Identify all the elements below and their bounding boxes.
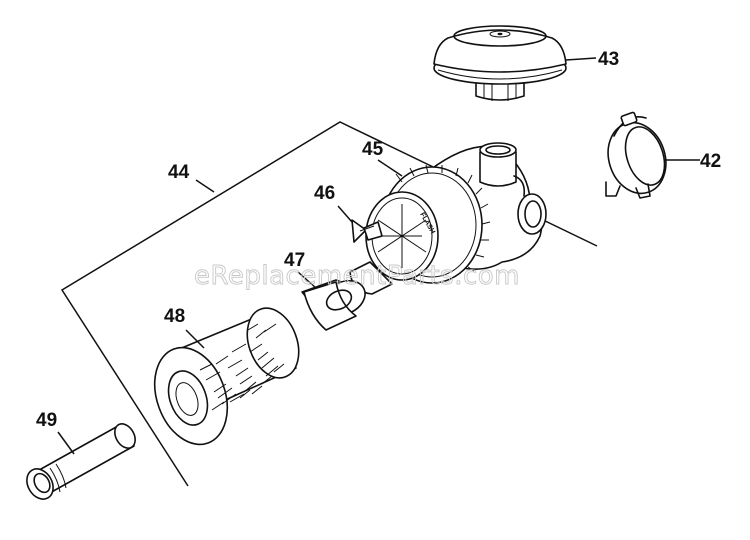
part-46-valve: [351, 219, 383, 243]
watermark: eReplacementParts.com: [194, 261, 520, 291]
callout-47: 47: [284, 250, 305, 271]
callout-45: 45: [362, 139, 384, 160]
part-45-housing: FLASH: [349, 142, 547, 295]
callout-46: 46: [314, 183, 335, 204]
callout-42: 42: [700, 151, 721, 172]
leader-49: [57, 431, 75, 455]
part-42-clamp: [605, 111, 667, 199]
leader-45: [377, 159, 403, 177]
callout-48: 48: [164, 306, 185, 327]
callout-43: 43: [598, 49, 619, 70]
part-48-filter: [153, 307, 300, 446]
callout-49: 49: [36, 410, 57, 431]
leader-46: [337, 205, 353, 223]
leader-44: [195, 179, 215, 193]
leader-43: [565, 57, 597, 61]
part-43-cover: [433, 25, 567, 101]
callout-44: 44: [168, 162, 190, 183]
part-47-element: [301, 279, 366, 331]
leader-48: [185, 329, 205, 349]
part-49-tube: [26, 423, 136, 500]
leader-47: [297, 271, 317, 289]
